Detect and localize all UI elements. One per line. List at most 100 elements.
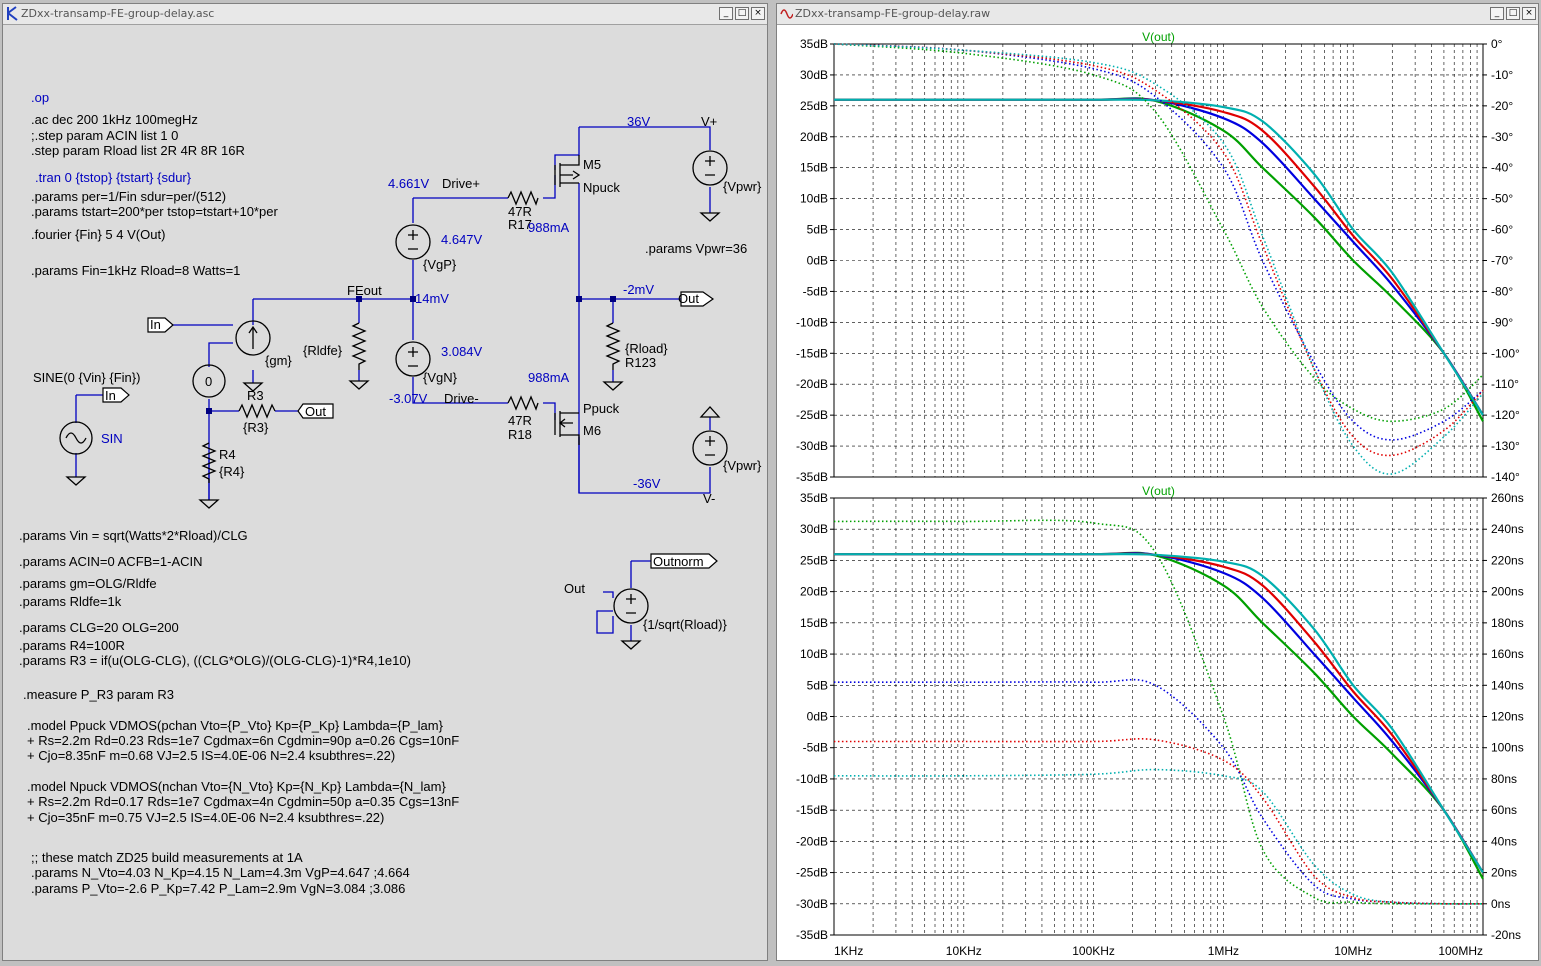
voltage-source-vpwr-bottom[interactable] xyxy=(692,430,728,466)
label-neg36v: -36V xyxy=(633,476,661,491)
label-i988a: 988mA xyxy=(528,220,570,235)
x-tick-label: 100MHz xyxy=(1438,944,1483,958)
directive-step-rload: .step param Rload list 2R 4R 8R 16R xyxy=(31,143,245,158)
grid xyxy=(834,498,1483,935)
y2-tick-label: 20ns xyxy=(1491,866,1517,880)
ground-symbols xyxy=(65,212,721,650)
directive-params-fin: .params Fin=1kHz Rload=8 Watts=1 xyxy=(31,263,240,278)
directive-fourier: .fourier {Fin} 5 4 V(Out) xyxy=(31,227,165,242)
resistor-r17[interactable] xyxy=(507,190,539,206)
y2-tick-label: 0ns xyxy=(1491,897,1510,911)
directive-model-ppuck-3: + Cjo=8.35nF m=0.68 VJ=2.5 IS=4.0E-06 N=… xyxy=(27,748,395,763)
label-m6: M6 xyxy=(583,423,601,438)
label-drive-plus: Drive+ xyxy=(442,176,480,191)
voltage-source-vgn[interactable] xyxy=(395,341,431,377)
net-flag-out[interactable] xyxy=(680,291,715,307)
label-node-307: -3.07V xyxy=(389,391,428,406)
y2-tick-label: 240ns xyxy=(1491,522,1524,536)
maximize-button[interactable]: □ xyxy=(735,7,749,20)
resistor-r3[interactable] xyxy=(238,403,276,419)
label-vgp: {VgP} xyxy=(423,257,457,272)
waveform-window-title: ZDxx-transamp-FE-group-delay.raw xyxy=(795,7,991,20)
label-outnorm-gain: {1/sqrt(Rload)} xyxy=(643,617,727,632)
vcvs-outnorm[interactable] xyxy=(613,588,649,624)
y-tick-label: -20dB xyxy=(796,377,828,391)
resistor-r123[interactable] xyxy=(605,322,621,370)
label-r123: R123 xyxy=(625,355,656,370)
y-tick-label: 0dB xyxy=(807,254,828,268)
close-button[interactable]: × xyxy=(751,7,765,20)
directive-comment: ;; these match ZD25 build measurements a… xyxy=(31,850,303,865)
y2-tick-label: -70° xyxy=(1491,254,1513,268)
net-flag-outnorm[interactable] xyxy=(650,553,718,569)
mosfet-m6[interactable] xyxy=(554,411,580,445)
directive-params-nvto: .params N_Vto=4.03 N_Kp=4.15 N_Lam=4.3m … xyxy=(31,865,410,880)
waveform-titlebar[interactable]: ZDxx-transamp-FE-group-delay.raw _ □ × xyxy=(777,4,1538,25)
y2-tick-label: 60ns xyxy=(1491,803,1517,817)
directive-params-tstart: .params tstart=200*per tstop=tstart+10*p… xyxy=(31,204,278,219)
y2-tick-label: 260ns xyxy=(1491,491,1524,505)
directive-params-r3: .params R3 = if(u(OLG-CLG), ((CLG*OLG)/(… xyxy=(19,653,411,668)
mosfet-m5[interactable] xyxy=(554,155,581,187)
maximize-button[interactable]: □ xyxy=(1506,7,1520,20)
y-tick-label: 25dB xyxy=(800,553,828,567)
y-tick-label: -25dB xyxy=(796,866,828,880)
directive-params-acin: .params ACIN=0 ACFB=1-ACIN xyxy=(19,554,203,569)
resistor-r4[interactable] xyxy=(201,442,217,483)
y-tick-label: -35dB xyxy=(796,928,828,942)
x-tick-label: 10KHz xyxy=(946,944,982,958)
y2-tick-label: -80° xyxy=(1491,284,1513,298)
vccs-gm[interactable] xyxy=(235,320,271,356)
y2-tick-label: 0° xyxy=(1491,37,1503,51)
resistor-r18[interactable] xyxy=(507,395,539,411)
schematic-titlebar[interactable]: ZDxx-transamp-FE-group-delay.asc _ □ × xyxy=(3,4,767,25)
directive-model-npuck-3: + Cjo=35nF m=0.75 VJ=2.5 IS=4.0E-06 N=2.… xyxy=(27,810,384,825)
junction-dot xyxy=(576,296,582,302)
voltage-source-vgp[interactable] xyxy=(395,224,431,260)
y-tick-label: 10dB xyxy=(800,647,828,661)
waveform-app-icon xyxy=(780,9,793,19)
junction-dot xyxy=(410,296,416,302)
y-tick-label: 35dB xyxy=(800,491,828,505)
minimize-button[interactable]: _ xyxy=(719,7,733,20)
net-flag-out-r3[interactable] xyxy=(297,403,334,419)
waveform-window[interactable]: ZDxx-transamp-FE-group-delay.raw _ □ × 3… xyxy=(776,3,1539,961)
net-flag-in[interactable] xyxy=(147,317,174,333)
wires xyxy=(75,126,711,641)
schematic-drawing[interactable]: .op .ac dec 200 1kHz 100megHz ;.step par… xyxy=(3,25,767,961)
directive-params-per: .params per=1/Fin sdur=per/(512) xyxy=(31,189,226,204)
group-delay-trace-4 xyxy=(833,519,1483,905)
directive-params-gm: .params gm=OLG/Rldfe xyxy=(19,576,157,591)
y2-tick-label: 200ns xyxy=(1491,585,1524,599)
y-tick-label: 30dB xyxy=(800,522,828,536)
label-outnorm: Outnorm xyxy=(653,554,704,569)
label-out-r3: Out xyxy=(305,404,326,419)
minimize-button[interactable]: _ xyxy=(1490,7,1504,20)
y-tick-label: 35dB xyxy=(800,37,828,51)
y2-tick-label: -10° xyxy=(1491,68,1513,82)
label-out: Out xyxy=(678,291,699,306)
voltage-source-zero[interactable] xyxy=(192,364,226,398)
label-r17: R17 xyxy=(508,217,532,232)
y2-tick-label: 160ns xyxy=(1491,647,1524,661)
y2-tick-label: -120° xyxy=(1491,408,1520,422)
voltage-source-vpwr-top[interactable] xyxy=(692,150,728,186)
label-r4-value: {R4} xyxy=(219,464,245,479)
resistor-rldfe[interactable] xyxy=(351,322,367,370)
y2-tick-label: -90° xyxy=(1491,315,1513,329)
label-r3-value: {R3} xyxy=(243,420,269,435)
label-i988b: 988mA xyxy=(528,370,570,385)
sine-source[interactable] xyxy=(59,421,93,455)
schematic-canvas[interactable]: .op .ac dec 200 1kHz 100megHz ;.step par… xyxy=(3,25,767,960)
net-flag-in-sine[interactable] xyxy=(102,387,130,403)
junction-dot xyxy=(610,296,616,302)
close-button[interactable]: × xyxy=(1522,7,1536,20)
label-node-14mv: 14mV xyxy=(415,291,449,306)
label-in-sine: In xyxy=(105,388,116,403)
schematic-window[interactable]: ZDxx-transamp-FE-group-delay.asc _ □ × .… xyxy=(2,3,768,961)
